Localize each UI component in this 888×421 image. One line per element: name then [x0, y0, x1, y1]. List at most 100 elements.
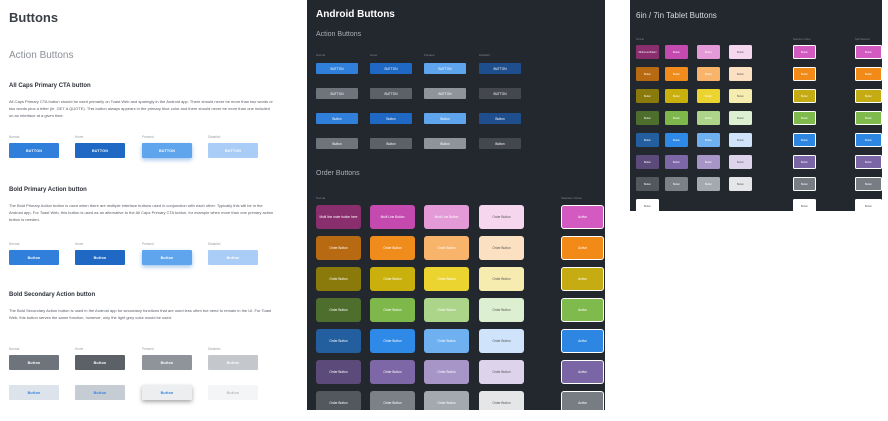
tablet-button[interactable]: Button — [636, 89, 659, 103]
tablet-button[interactable]: Button — [636, 67, 659, 81]
tablet-button[interactable]: Button — [729, 45, 752, 59]
tablet-button[interactable]: Button — [729, 133, 752, 147]
tablet-button[interactable]: Button — [665, 155, 688, 169]
android-action-button[interactable]: Button — [424, 138, 466, 149]
order-button-active[interactable]: Active — [561, 205, 604, 229]
tablet-button[interactable]: Button — [636, 111, 659, 125]
tablet-button[interactable]: Button — [729, 177, 752, 191]
tablet-button-split[interactable]: Button — [855, 67, 882, 81]
tablet-button[interactable]: Button — [636, 155, 659, 169]
android-action-button[interactable]: Button — [479, 113, 521, 124]
android-action-button[interactable]: BUTTON — [479, 88, 521, 99]
order-button[interactable]: Order Button — [479, 391, 524, 410]
tablet-button-split[interactable]: Button — [855, 177, 882, 191]
tablet-button[interactable]: Button — [697, 45, 720, 59]
tablet-button[interactable]: Button — [697, 111, 720, 125]
android-action-button[interactable]: BUTTON — [316, 63, 358, 74]
tablet-button-split[interactable]: Button — [855, 111, 882, 125]
android-action-button[interactable]: BUTTON — [316, 88, 358, 99]
order-button[interactable]: Multi line order button here — [316, 205, 361, 229]
tablet-button-split[interactable]: Button — [855, 199, 882, 211]
order-button[interactable]: Order Button — [316, 267, 361, 291]
tablet-button[interactable]: Button — [665, 177, 688, 191]
tablet-button[interactable]: Button — [665, 133, 688, 147]
order-button[interactable]: Order Button — [424, 236, 469, 260]
tablet-button[interactable]: Button — [636, 133, 659, 147]
android-action-button[interactable]: Button — [370, 138, 412, 149]
order-button[interactable]: Order Button — [370, 298, 415, 322]
order-button[interactable]: Order Button — [316, 236, 361, 260]
order-button[interactable]: Order Button — [424, 360, 469, 384]
tablet-button[interactable]: Multi Line Button — [636, 45, 659, 59]
tablet-button-active[interactable]: Button — [793, 89, 816, 103]
order-button[interactable]: Order Button — [370, 329, 415, 353]
tablet-button[interactable]: Button — [697, 177, 720, 191]
order-button[interactable]: Order Button — [370, 236, 415, 260]
cta-button[interactable]: BUTTON — [142, 143, 192, 158]
primary-action-button[interactable]: Button — [142, 250, 192, 265]
order-button-active[interactable]: Active — [561, 360, 604, 384]
order-button[interactable]: Order Button — [479, 267, 524, 291]
order-button[interactable]: Order Button — [424, 391, 469, 410]
android-action-button[interactable]: Button — [424, 113, 466, 124]
secondary-action-button[interactable]: Button — [208, 355, 258, 370]
tablet-button[interactable]: Button — [697, 155, 720, 169]
order-button[interactable]: Order Button — [479, 329, 524, 353]
tablet-button[interactable]: Button — [729, 89, 752, 103]
cta-button[interactable]: BUTTON — [75, 143, 125, 158]
order-button[interactable]: Order Button — [479, 360, 524, 384]
tablet-button[interactable]: Button — [729, 67, 752, 81]
secondary-light-button[interactable]: Button — [208, 385, 258, 400]
cta-button[interactable]: BUTTON — [9, 143, 59, 158]
secondary-action-button[interactable]: Button — [142, 355, 192, 370]
tablet-button-active[interactable]: Button — [793, 177, 816, 191]
order-button[interactable]: Order Button — [424, 329, 469, 353]
primary-action-button[interactable]: Button — [9, 250, 59, 265]
android-action-button[interactable]: BUTTON — [424, 63, 466, 74]
order-button[interactable]: Order Button — [479, 236, 524, 260]
order-button[interactable]: Order Button — [316, 391, 361, 410]
primary-action-button[interactable]: Button — [75, 250, 125, 265]
tablet-button[interactable]: Button — [665, 67, 688, 81]
secondary-action-button[interactable]: Button — [9, 355, 59, 370]
android-action-button[interactable]: Button — [316, 138, 358, 149]
android-action-button[interactable]: Button — [316, 113, 358, 124]
tablet-button-split[interactable]: Button — [855, 45, 882, 59]
secondary-action-button[interactable]: Button — [75, 355, 125, 370]
android-action-button[interactable]: BUTTON — [370, 63, 412, 74]
tablet-button[interactable]: Button — [636, 199, 659, 211]
tablet-button[interactable]: Button — [636, 177, 659, 191]
android-action-button[interactable]: BUTTON — [370, 88, 412, 99]
order-button-active[interactable]: Active — [561, 267, 604, 291]
tablet-button[interactable]: Button — [665, 89, 688, 103]
secondary-light-button[interactable]: Button — [75, 385, 125, 400]
order-button[interactable]: Order Button — [316, 329, 361, 353]
order-button-active[interactable]: Active — [561, 391, 604, 410]
tablet-button-split[interactable]: Button — [855, 155, 882, 169]
order-button[interactable]: Order Button — [424, 298, 469, 322]
secondary-light-button[interactable]: Button — [142, 385, 192, 400]
android-action-button[interactable]: BUTTON — [479, 63, 521, 74]
tablet-button[interactable]: Button — [697, 133, 720, 147]
primary-action-button[interactable]: Button — [208, 250, 258, 265]
tablet-button[interactable]: Button — [665, 111, 688, 125]
order-button[interactable]: Order Button — [316, 298, 361, 322]
tablet-button-active[interactable]: Button — [793, 67, 816, 81]
tablet-button-active[interactable]: Button — [793, 133, 816, 147]
android-action-button[interactable]: BUTTON — [424, 88, 466, 99]
tablet-button-split[interactable]: Button — [855, 89, 882, 103]
order-button[interactable]: Order Button — [424, 267, 469, 291]
tablet-button-active[interactable]: Button — [793, 199, 816, 211]
cta-button[interactable]: BUTTON — [208, 143, 258, 158]
tablet-button-active[interactable]: Button — [793, 111, 816, 125]
order-button[interactable]: Order Button — [370, 267, 415, 291]
order-button[interactable]: Multi Line Button — [424, 205, 469, 229]
order-button[interactable]: Order Button — [316, 360, 361, 384]
tablet-button-split[interactable]: Button — [855, 133, 882, 147]
order-button-active[interactable]: Active — [561, 329, 604, 353]
android-action-button[interactable]: Button — [479, 138, 521, 149]
order-button[interactable]: Order Button — [479, 205, 524, 229]
order-button-active[interactable]: Active — [561, 298, 604, 322]
order-button[interactable]: Multi Line Button — [370, 205, 415, 229]
android-action-button[interactable]: Button — [370, 113, 412, 124]
